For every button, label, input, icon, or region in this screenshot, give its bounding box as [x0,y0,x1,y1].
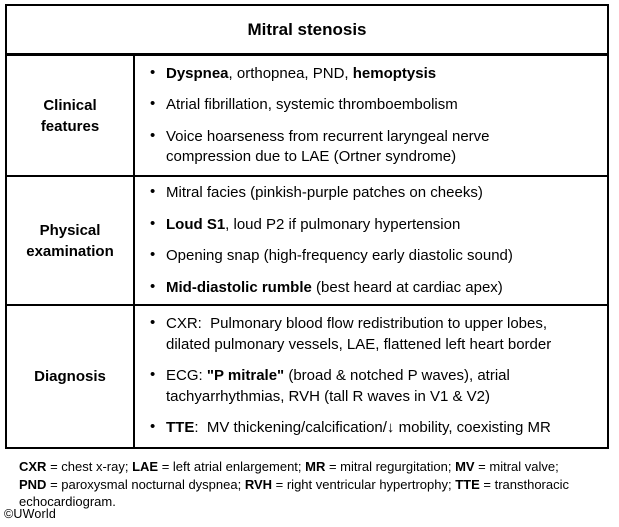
text-segment: Atrial fibrillation, systemic thromboemb… [166,96,458,113]
text-segment: : MV thickening/calcification/↓ mobility… [194,419,551,437]
text-segment: , orthopnea, PND, [228,64,353,82]
bullet-text: Mitral facies (pinkish-purple patches on… [166,184,483,201]
bold-text-segment: MR [305,459,326,474]
bullet-icon: • [150,418,156,436]
table-body: Clinical features • Dyspnea, orthopnea, PN… [7,56,607,447]
text-segment: CXR: Pulmonary blood flow redistribution… [166,315,552,353]
bullet-text: Voice hoarseness from recurrent laryngea… [166,128,490,166]
bullet-item: • Dyspnea, orthopnea, PND, hemoptysis [135,64,603,85]
bullet-item: • ECG: "P mitrale" (broad & notched P wav… [135,366,603,407]
bullet-text: Dyspnea, orthopnea, PND, hemoptysis [166,65,436,82]
bullet-icon: • [150,214,156,232]
bullet-item: • Atrial fibrillation, systemic thromboem… [135,95,603,116]
bold-text-segment: PND [19,476,47,492]
bullet-item: • CXR: Pulmonary blood flow redistributio… [135,314,603,355]
text-segment: (best heard at cardiac apex) [311,278,503,296]
text-segment: = left atrial enlargement; [158,459,306,474]
bullet-icon: • [150,183,156,200]
row-label: Clinical features [7,56,135,175]
text-segment: , loud P2 if pulmonary hypertension [225,215,461,233]
copyright-label: ©UWorld [4,507,57,521]
bullet-list: • Dyspnea, orthopnea, PND, hemoptysis • Atr… [135,56,607,175]
text-segment: Opening snap (high-frequency early diast… [166,247,513,264]
bold-text-segment: MV [455,459,475,474]
bullet-text: TTE: MV thickening/calcification/↓ mobil… [166,419,551,436]
bullet-icon: • [150,95,156,112]
bold-text-segment: CXR [19,459,47,474]
mitral-stenosis-table: Mitral stenosis Clinical features • Dyspne… [5,4,609,449]
text-segment: = transthoracic echocardiogram. [19,476,570,510]
bullet-item: • Opening snap (high-frequency early dias… [135,246,603,267]
bullet-text: ECG: "P mitrale" (broad & notched P wave… [166,367,510,405]
bold-text-segment: TTE [166,419,195,437]
bold-text-segment: LAE [132,459,159,474]
table-row: Diagnosis • CXR: Pulmonary blood flow redi… [7,306,607,447]
bullet-icon: • [150,246,156,263]
bullet-icon: • [150,126,156,144]
bullet-item: • Voice hoarseness from recurrent larynge… [135,127,603,168]
bullet-item: • Mid-diastolic rumble (best heard at car… [135,278,603,299]
bullet-item: • Mitral facies (pinkish-purple patches o… [135,183,603,204]
text-segment: = right ventricular hypertrophy; [272,476,456,492]
abbreviations-footnote-text: CXR = chest x-ray; LAE = left atrial enl… [19,459,569,509]
bullet-list: • Mitral facies (pinkish-purple patches o… [135,177,607,304]
bullet-icon: • [150,277,156,295]
row-label: Physical examination [7,177,135,304]
bullet-text: Mid-diastolic rumble (best heard at card… [166,279,503,296]
table-title: Mitral stenosis [7,6,607,56]
row-label: Diagnosis [7,306,135,447]
text-segment: Voice hoarseness from recurrent laryngea… [166,127,490,166]
bullet-item: • TTE: MV thickening/calcification/↓ mobi… [135,418,603,439]
text-segment: = mitral valve; [478,459,559,474]
bold-text-segment: Dyspnea [166,64,229,82]
bullet-text: Loud S1, loud P2 if pulmonary hypertensi… [166,216,460,233]
table-row: Physical examination • Mitral facies (pink… [7,177,607,306]
bullet-text: Atrial fibrillation, systemic thromboemb… [166,96,458,113]
bold-text-segment: Loud S1 [166,215,226,233]
text-segment: = chest x-ray; [46,459,133,474]
bold-text-segment: TTE [455,476,480,492]
table-row: Clinical features • Dyspnea, orthopnea, PN… [7,56,607,177]
text-segment: ECG: [166,367,207,385]
bullet-list: • CXR: Pulmonary blood flow redistributio… [135,306,607,447]
bullet-text: Opening snap (high-frequency early diast… [166,247,513,264]
bullet-icon: • [150,366,156,384]
text-segment: = paroxysmal nocturnal dyspnea; [46,476,245,492]
bold-text-segment: "P mitrale" [206,367,285,385]
bullet-icon: • [150,63,156,81]
bullet-icon: • [150,314,156,332]
text-segment: Mitral facies (pinkish-purple patches on… [166,184,483,201]
abbreviations-footnote: CXR = chest x-ray; LAE = left atrial enl… [19,458,607,511]
bullet-item: • Loud S1, loud P2 if pulmonary hypertens… [135,215,603,236]
text-segment: (broad & notched P waves), atrial tachya… [166,367,510,405]
bold-text-segment: RVH [244,476,273,492]
text-segment: = mitral regurgitation; [325,459,456,474]
bold-text-segment: Mid-diastolic rumble [166,278,312,296]
bold-text-segment: hemoptysis [352,64,437,82]
bullet-text: CXR: Pulmonary blood flow redistribution… [166,315,551,353]
